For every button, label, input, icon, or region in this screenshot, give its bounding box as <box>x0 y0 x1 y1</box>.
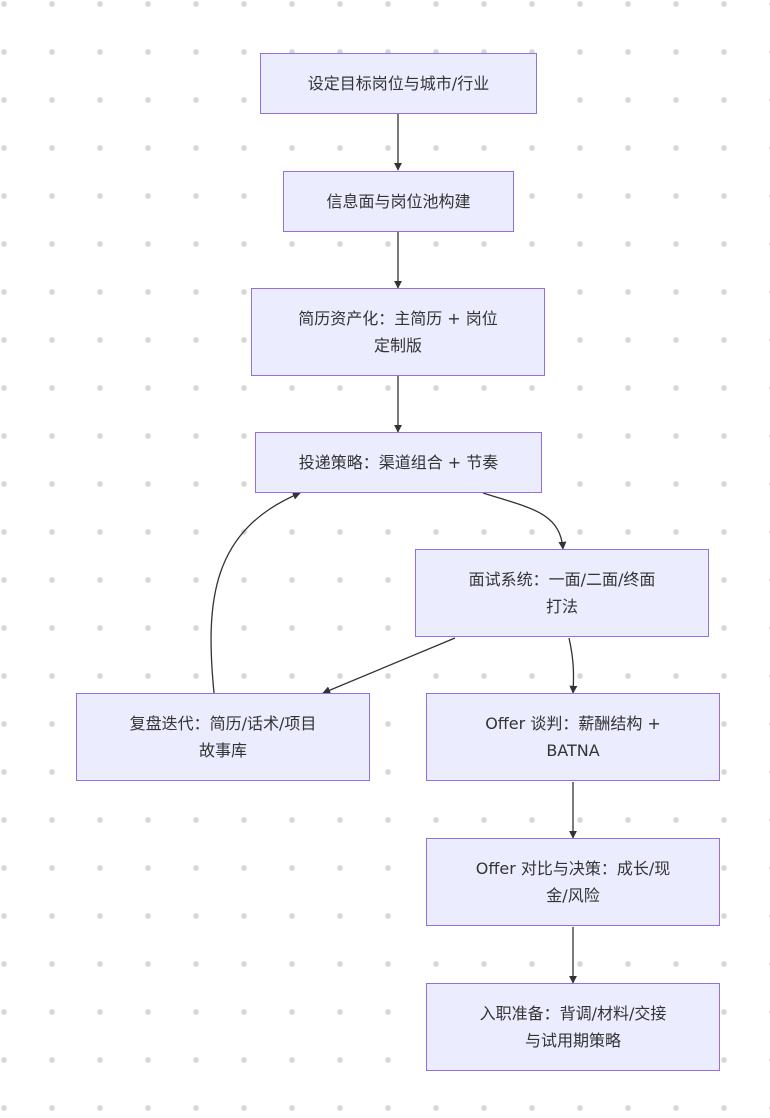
node-onboarding-prep: 入职准备：背调/材料/交接 与试用期策略 <box>426 983 720 1071</box>
node-label: 设定目标岗位与城市/行业 <box>307 74 490 93</box>
edge-n5-n6 <box>322 637 456 694</box>
node-label-line: 定制版 <box>373 336 422 355</box>
node-interview-system: 面试系统：一面/二面/终面 打法 <box>415 549 709 637</box>
node-label: Offer 谈判：薪酬结构 + BATNA <box>485 710 661 764</box>
node-label-line: 打法 <box>545 597 578 616</box>
node-label-line: 复盘迭代：简历/话术/项目 <box>129 714 317 733</box>
node-label-line: BATNA <box>546 741 600 760</box>
node-label: 投递策略：渠道组合 + 节奏 <box>298 453 499 472</box>
node-label-line: 故事库 <box>198 741 247 760</box>
node-offer-negotiation: Offer 谈判：薪酬结构 + BATNA <box>426 693 720 781</box>
edge-n5-n7 <box>568 637 578 694</box>
node-label-line: 与试用期策略 <box>524 1031 621 1050</box>
edge-n6-n4 <box>210 492 301 694</box>
node-resume-assets: 简历资产化：主简历 + 岗位 定制版 <box>251 288 545 376</box>
node-label: 面试系统：一面/二面/终面 打法 <box>469 566 656 620</box>
node-label-line: 金/风险 <box>546 886 600 905</box>
node-label: 信息面与岗位池构建 <box>326 192 471 211</box>
node-set-target: 设定目标岗位与城市/行业 <box>260 53 537 114</box>
node-label: 入职准备：背调/材料/交接 与试用期策略 <box>480 1000 667 1054</box>
node-offer-decision: Offer 对比与决策：成长/现 金/风险 <box>426 838 720 926</box>
node-label-line: Offer 谈判：薪酬结构 + <box>485 714 661 733</box>
node-review-iterate: 复盘迭代：简历/话术/项目 故事库 <box>76 693 370 781</box>
node-label: 复盘迭代：简历/话术/项目 故事库 <box>130 710 317 764</box>
node-info-pool: 信息面与岗位池构建 <box>283 171 514 232</box>
node-label-line: 简历资产化：主简历 + 岗位 <box>298 309 498 328</box>
node-label-line: 入职准备：背调/材料/交接 <box>479 1004 667 1023</box>
node-label: 简历资产化：主简历 + 岗位 定制版 <box>298 305 498 359</box>
node-label: Offer 对比与决策：成长/现 金/风险 <box>476 855 671 909</box>
node-delivery-strategy: 投递策略：渠道组合 + 节奏 <box>255 432 542 493</box>
node-label-line: 面试系统：一面/二面/终面 <box>468 570 656 589</box>
edge-n4-n5 <box>482 492 567 550</box>
node-label-line: Offer 对比与决策：成长/现 <box>475 859 671 878</box>
